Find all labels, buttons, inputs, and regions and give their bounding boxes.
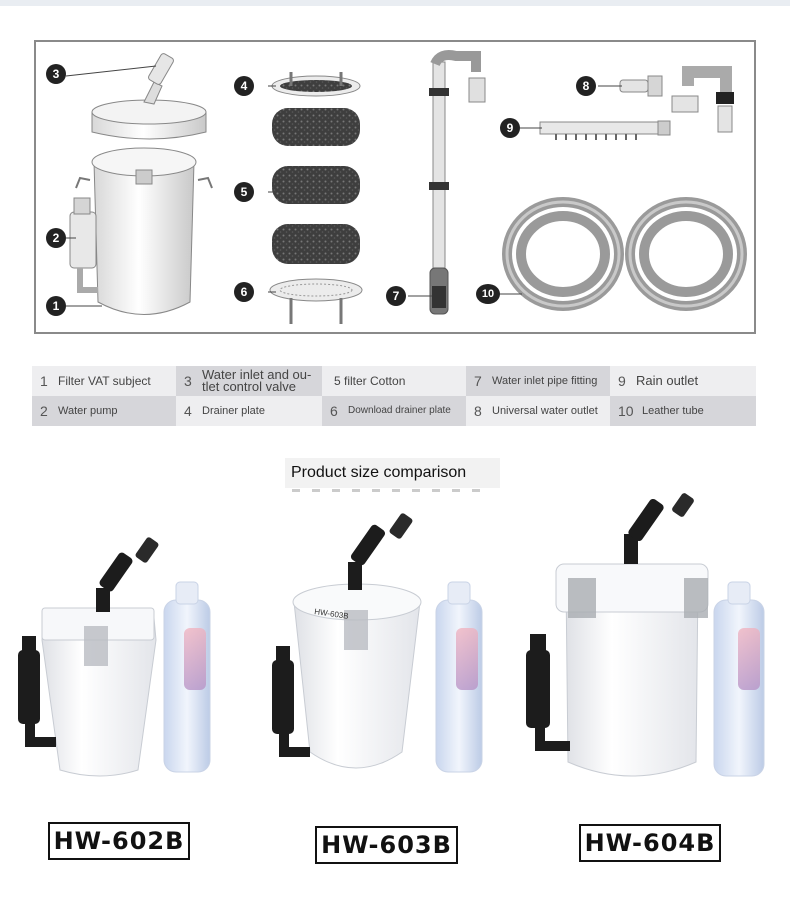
comparison-title: Product size comparison <box>285 458 500 488</box>
filter-canister-drawing <box>75 147 213 315</box>
model-label-hw-603b: HW-603B <box>315 826 458 864</box>
callout-9: 9 <box>500 118 520 138</box>
callout-2: 2 <box>46 228 66 248</box>
callout-5: 5 <box>234 182 254 202</box>
tube-coils-drawing <box>502 197 747 311</box>
callout-4: 4 <box>234 76 254 96</box>
product-photos: HW-603B <box>18 493 765 777</box>
parts-diagram: 1 2 3 4 5 6 7 8 9 10 <box>34 40 756 334</box>
callout-7: 7 <box>386 286 406 306</box>
blurred-subtitle <box>292 489 492 492</box>
lid-drawing <box>91 53 207 140</box>
outlet-fitting-drawing <box>619 66 734 133</box>
product-hw-603b: HW-603B <box>272 513 483 773</box>
parts-illustration <box>65 50 747 324</box>
callout-10: 10 <box>476 284 500 304</box>
product-hw-604b <box>526 493 765 777</box>
callout-3: 3 <box>46 64 66 84</box>
model-label-hw-604b: HW-604B <box>579 824 721 862</box>
top-strip <box>0 0 790 6</box>
rain-bar-drawing <box>539 120 671 140</box>
product-hw-602b <box>18 537 211 777</box>
inlet-pipe-drawing <box>429 50 486 315</box>
sponge-stack-drawing <box>269 72 363 324</box>
callout-1: 1 <box>46 296 66 316</box>
legend-item: 5 filter Cotton <box>322 366 466 396</box>
callout-6: 6 <box>234 282 254 302</box>
callout-8: 8 <box>576 76 596 96</box>
model-label-hw-602b: HW-602B <box>48 822 190 860</box>
pump-drawing <box>69 197 98 293</box>
